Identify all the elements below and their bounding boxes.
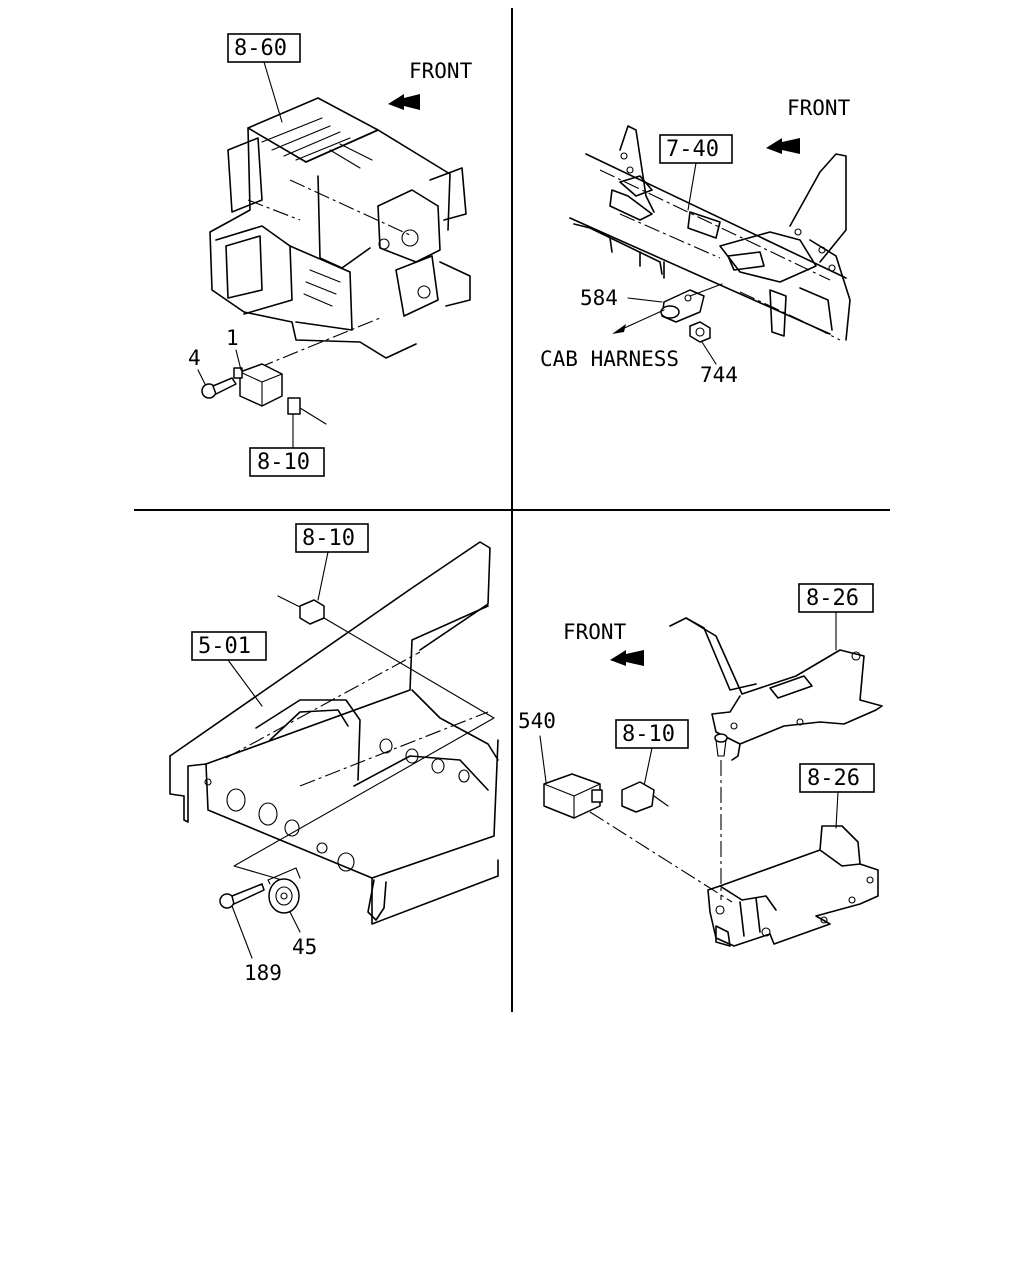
part-number-1: 1 xyxy=(226,326,239,350)
part-4-screw[interactable] xyxy=(201,377,237,399)
harness-arrow-icon xyxy=(612,324,626,334)
panel-cab-frame: FRONT 7-40 xyxy=(540,96,851,387)
connector-8-10 xyxy=(287,397,327,425)
ref-label: 5-01 xyxy=(198,634,251,659)
part-744-nut[interactable] xyxy=(689,321,711,343)
ref-box-8-10[interactable]: 8-10 xyxy=(249,447,325,477)
cab-harness-label: CAB HARNESS xyxy=(540,347,679,371)
front-arrow-icon xyxy=(766,138,800,154)
ref-box-8-26-upper[interactable]: 8-26 xyxy=(798,583,874,613)
part-number-189: 189 xyxy=(244,961,282,985)
connector xyxy=(277,595,325,625)
ref-box-7-40[interactable]: 7-40 xyxy=(659,134,733,164)
cab-frame-drawing xyxy=(569,125,851,341)
bracket-screw xyxy=(714,733,728,757)
part-540-relay[interactable] xyxy=(543,773,603,819)
ref-label: 8-10 xyxy=(302,526,355,551)
part-number-744: 744 xyxy=(700,363,738,387)
panel-heater-unit: 8-60 FRONT xyxy=(188,33,473,477)
front-arrow-icon xyxy=(388,94,420,110)
lower-bracket-drawing xyxy=(707,825,879,947)
front-label: FRONT xyxy=(409,59,473,83)
chassis-frame-drawing xyxy=(169,541,499,925)
ref-box-8-10[interactable]: 8-10 xyxy=(615,719,689,749)
ref-label: 8-10 xyxy=(257,450,310,475)
part-number-584: 584 xyxy=(580,286,618,310)
front-arrow-icon xyxy=(610,650,644,666)
ref-label: 8-10 xyxy=(622,722,675,747)
part-45-horn[interactable] xyxy=(267,867,301,914)
ref-label: 8-60 xyxy=(234,36,287,61)
ref-box-5-01[interactable]: 5-01 xyxy=(191,631,267,661)
part-number-45: 45 xyxy=(292,935,317,959)
ref-box-8-60[interactable]: 8-60 xyxy=(227,33,301,63)
ref-label: 8-26 xyxy=(806,586,859,611)
part-1-relay[interactable] xyxy=(233,363,283,407)
part-189-bolt[interactable] xyxy=(219,883,265,909)
front-label: FRONT xyxy=(563,620,627,644)
ref-box-8-26-lower[interactable]: 8-26 xyxy=(799,763,875,793)
connector xyxy=(621,781,669,813)
front-label: FRONT xyxy=(787,96,851,120)
part-584-bracket[interactable] xyxy=(660,283,723,323)
ref-label: 8-26 xyxy=(807,766,860,791)
panel-frame-horn: 8-10 5-01 xyxy=(169,523,499,985)
heater-unit-drawing xyxy=(209,97,471,359)
part-number-4: 4 xyxy=(188,346,201,370)
part-number-540: 540 xyxy=(518,709,556,733)
upper-bracket-drawing xyxy=(669,617,883,761)
ref-box-8-10[interactable]: 8-10 xyxy=(295,523,369,553)
panel-relay-bracket: FRONT 8-26 540 xyxy=(518,583,883,947)
ref-label: 7-40 xyxy=(666,137,719,162)
